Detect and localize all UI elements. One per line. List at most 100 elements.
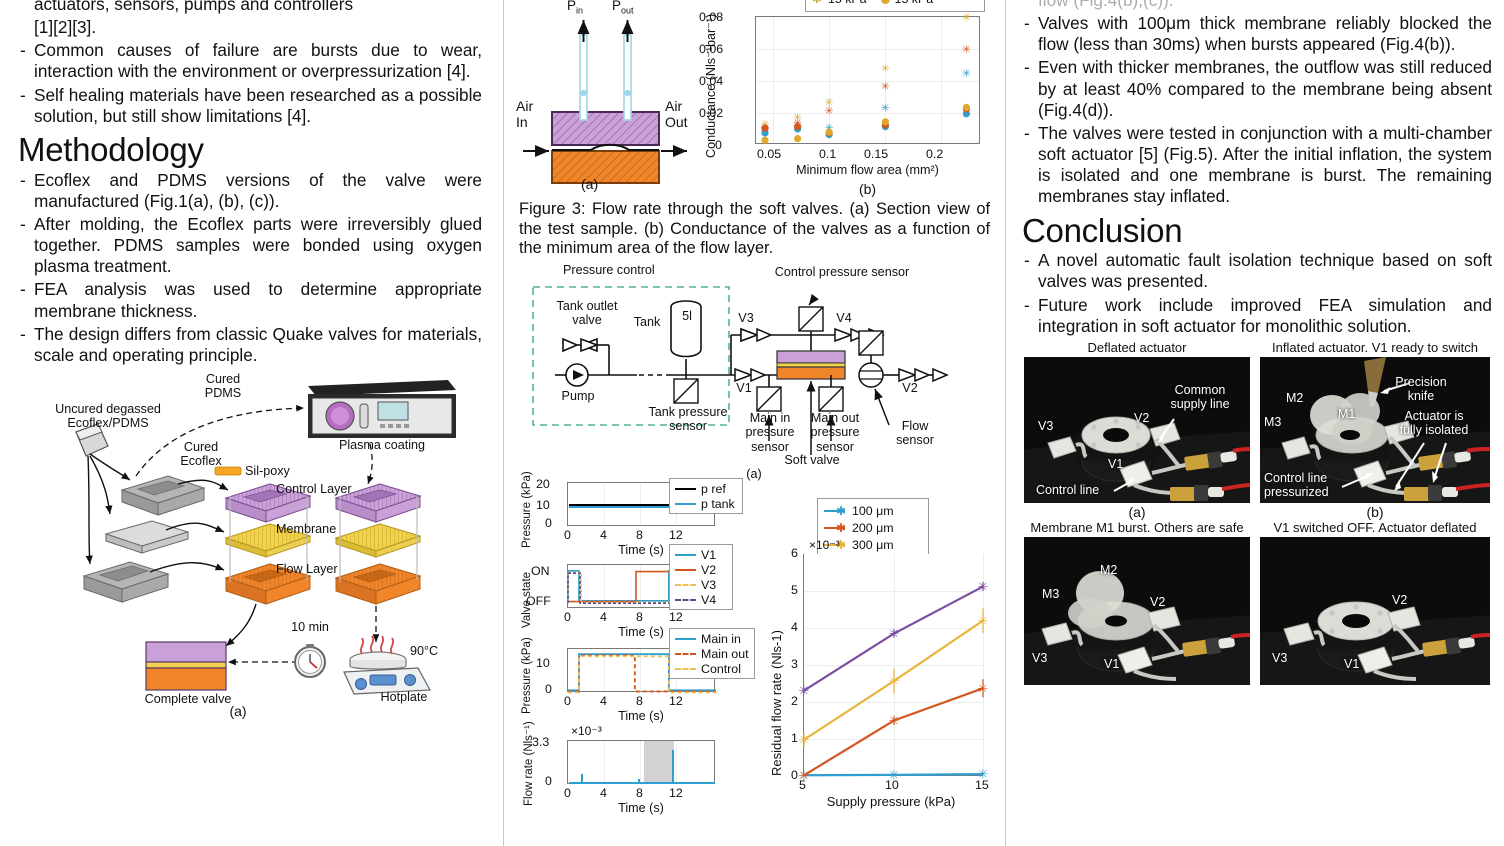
label-silpoxy: Sil-poxy: [245, 463, 290, 478]
figure-3-group: Pin Pout Air In Air Out (a) ✱ 15 kPa: [516, 0, 997, 197]
scatter-point: ✳: [793, 112, 802, 124]
photo-a-image: V3 V2 V1 Common supply line Control line: [1024, 357, 1250, 504]
ts2-xtick: 12: [669, 610, 683, 625]
ts1-legend-row: p ref: [675, 481, 737, 496]
ts1-ytick: 10: [536, 498, 550, 513]
ts3-legend: Main in Main out Control: [669, 628, 755, 680]
photo-d-annotation-v2: V2: [1392, 593, 1408, 608]
scatter-x-axis-label-text: Minimum flow area (mm²): [796, 163, 939, 177]
photo-c-title: Membrane M1 burst. Others are safe: [1030, 519, 1244, 535]
ts2-ytick: ON: [531, 564, 550, 579]
label-membrane: Membrane: [276, 521, 337, 536]
methodology-bullet-1: Ecoflex and PDMS versions of the valve w…: [18, 170, 482, 212]
residual-ytick: 4: [791, 620, 798, 635]
legend-label-0: 15 kPa: [828, 0, 867, 6]
conclusion-bullet-2-text: Future work include improved FEA simulat…: [1038, 294, 1492, 336]
methodology-bullet-4-text: The design differs from classic Quake va…: [34, 323, 482, 365]
gridline-v: [640, 565, 641, 608]
residual-legend-label-0: 100 μm: [852, 503, 894, 518]
label-complete-valve: Complete valve: [144, 691, 232, 706]
scatter-point: ✳: [881, 102, 890, 114]
gridline-v: [894, 554, 895, 776]
mold-flow: [82, 561, 170, 603]
residual-ytick: 6: [791, 546, 798, 561]
gridline-v: [829, 17, 830, 143]
label-air-out: Air Out: [665, 98, 688, 130]
ts3-legend-label-1: Main out: [701, 646, 749, 661]
valve-v2-symbol: [898, 367, 949, 383]
scatter-point: [794, 135, 802, 143]
dashed-line-swatch-icon: [675, 652, 696, 655]
stopwatch-icon: [294, 643, 326, 678]
scatter-points-layer: ✳✳✳✳✳✳✳✳✳✳✳✳✳✳✳: [760, 12, 971, 144]
ts3-legend-row: Control: [675, 661, 749, 676]
residual-series-line: [803, 773, 984, 777]
residual-ylabel: Residual flow rate (Nls-1): [769, 630, 784, 776]
gridline-h: [804, 591, 983, 593]
scatter-ytick: 0.04: [699, 74, 724, 88]
pressure-trace: [568, 654, 716, 693]
label-v3: V3: [738, 311, 754, 326]
timeseries-panels: Pressure (kPa) 0 10 20 0 4 8 12: [519, 471, 755, 815]
results-bullet-1: Valves with 100μm thick membrane reliabl…: [1022, 13, 1492, 55]
ts3-xtick: 12: [669, 694, 683, 709]
residual-exponent-text: ×10⁻³: [809, 538, 840, 553]
intro-refs-text: [1][2][3].: [34, 17, 97, 38]
gridline-v: [676, 741, 677, 784]
star-marker-icon: ✱: [811, 0, 823, 6]
residual-marker: ✳: [889, 713, 900, 728]
line-swatch-icon: [824, 509, 845, 512]
residual-legend-row: ✱ 100 μm: [824, 502, 922, 519]
ts1-xtick: 12: [669, 528, 683, 543]
photo-c-annotation-v3: V3: [1032, 651, 1048, 666]
conclusion-bullet-list: A novel automatic fault isolation techni…: [1022, 250, 1492, 337]
label-tank-volume: 5l: [682, 309, 692, 324]
label-tank-outlet-valve: Tank outlet valve: [556, 299, 618, 328]
ts4-xtick: 8: [636, 786, 643, 801]
conclusion-heading: Conclusion: [1022, 211, 1183, 249]
dashed-line-swatch-icon: [675, 583, 696, 586]
methodology-bullet-1-text: Ecoflex and PDMS versions of the valve w…: [34, 169, 482, 211]
photo-cell-c: Membrane M1 burst. Others are safe: [1024, 519, 1250, 686]
results-line-cut: flow (Fig.4(b),(c)).: [1022, 0, 1492, 11]
photo-b-image: M2 M1 M3 Precision knife Actuator is ful…: [1260, 357, 1490, 504]
residual-legend-row: ✱ 300 μm: [824, 536, 922, 553]
ts2-xtick: 4: [600, 610, 607, 625]
conclusion-bullet-1: A novel automatic fault isolation techni…: [1022, 250, 1492, 292]
label-pump: Pump: [561, 389, 595, 404]
ts4-xtick: 0: [564, 786, 571, 801]
ts4-spike: [638, 779, 640, 784]
ts3-legend-row: Main in: [675, 631, 749, 646]
ts3-ytick: 10: [536, 656, 550, 671]
label-flow-layer: Flow Layer: [276, 561, 338, 576]
ts3-xtick: 8: [636, 694, 643, 709]
photo-c-annotation-v2: V2: [1150, 595, 1166, 610]
ts3-xtick: 0: [564, 694, 571, 709]
label-pressure-control: Pressure control: [563, 263, 655, 278]
legend-item-15kpa-dot: 15 kPa: [880, 0, 933, 7]
circuit-subcaption: (a): [746, 467, 762, 482]
gridline-v: [773, 17, 774, 143]
scatter-xtick: 0.2: [926, 147, 944, 161]
residual-ytick: 3: [791, 657, 798, 672]
gridline-h: [804, 665, 983, 667]
label-temperature: 90°C: [410, 643, 439, 658]
ts2-legend-row: V1: [675, 547, 727, 562]
right-column: flow (Fig.4(b),(c)). Valves with 100μm t…: [1010, 0, 1504, 846]
hotplate-icon: [343, 635, 431, 695]
line-swatch-icon: [675, 487, 696, 490]
gridline-v: [885, 17, 886, 143]
main-in-pressure-sensor-symbol: [756, 375, 782, 412]
silpoxy-swatch: [214, 466, 242, 476]
photo-b-annotation-m1: M1: [1338, 407, 1356, 422]
stack-left: [224, 483, 312, 605]
photo-b-subcaption: (b): [1366, 504, 1384, 521]
ts2-xlabel-text: Time (s): [618, 625, 664, 640]
residual-flow-rate-chart: ✱ 100 μm ✱ 200 μm ✱ 300 μm: [761, 476, 993, 814]
ts4-xtick: 12: [669, 786, 683, 801]
ts3-legend-row: Main out: [675, 646, 749, 661]
gridline-h: [804, 702, 983, 704]
ts2-xtick: 0: [564, 610, 571, 625]
p-in-symbol: P: [567, 0, 577, 13]
residual-xlabel-text: Supply pressure (kPa): [826, 794, 956, 810]
